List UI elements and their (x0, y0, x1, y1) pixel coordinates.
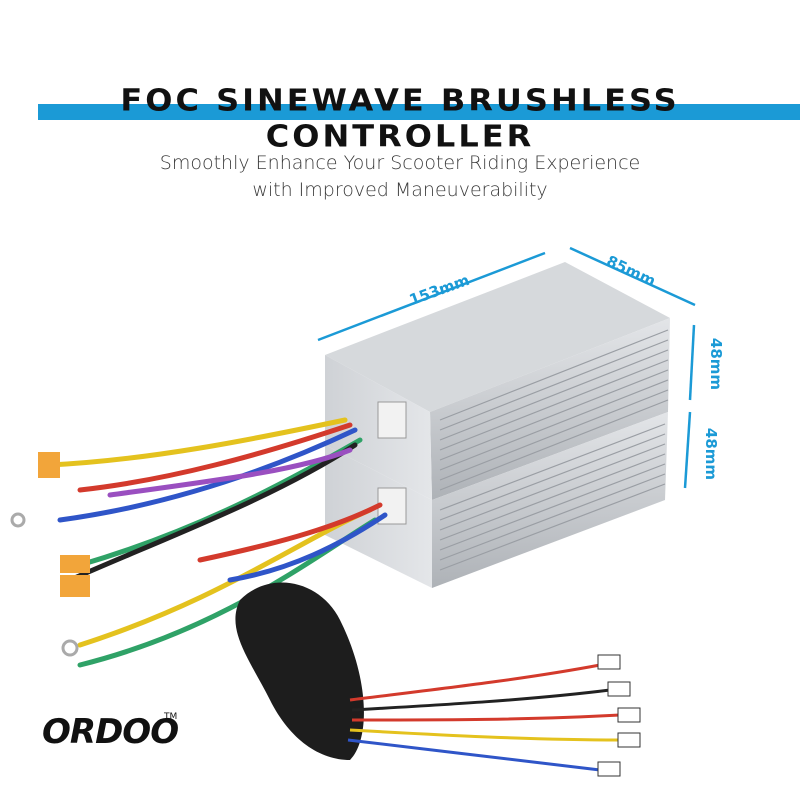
signal-plugs (597, 654, 641, 777)
title-banner (38, 104, 800, 120)
dimension-height-bottom: 48mm (702, 427, 721, 481)
signal-harness (347, 663, 621, 772)
subtitle: Smoothly Enhance Your Scooter Riding Exp… (0, 150, 800, 204)
connectors (10, 452, 90, 657)
dimension-lines (317, 246, 696, 489)
dimension-height-top: 48mm (707, 337, 726, 391)
subtitle-line-2: with Improved Maneuverability (252, 179, 548, 201)
brand-logo: ORDOO (42, 712, 179, 752)
trademark-mark: TM (164, 712, 178, 722)
subtitle-line-1: Smoothly Enhance Your Scooter Riding Exp… (159, 152, 641, 174)
top-housing (325, 262, 670, 500)
page-title: FOC SINEWAVE BRUSHLESS CONTROLLER (120, 81, 680, 155)
wire-harness (47, 417, 388, 668)
heat-shrink-sleeve (235, 582, 364, 760)
